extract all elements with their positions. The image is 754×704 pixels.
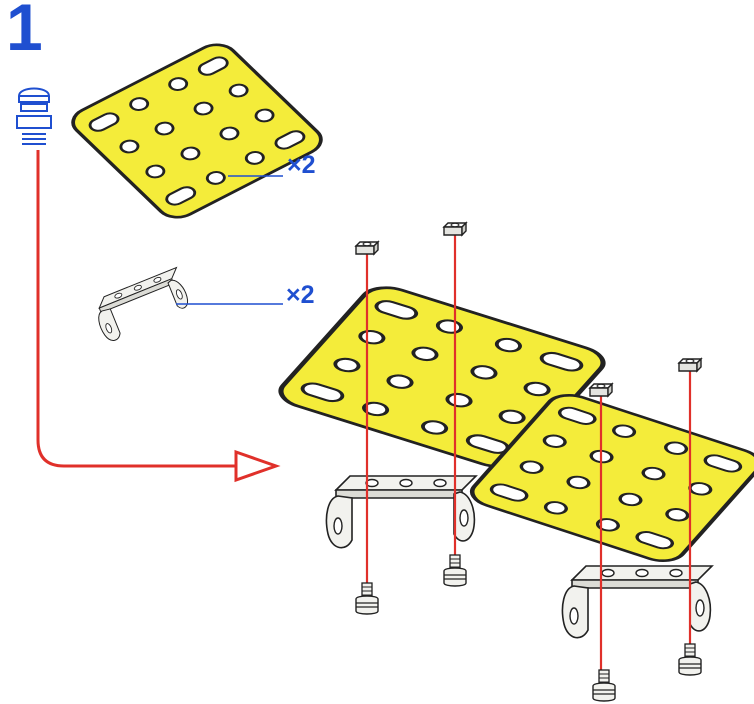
arrow-right-icon (236, 452, 276, 480)
bolt (444, 555, 466, 586)
nut (590, 384, 612, 396)
part-double-bracket (91, 267, 194, 343)
quantity-label: ×2 (286, 283, 315, 308)
step-number: 1 (6, 0, 43, 60)
nut (356, 242, 378, 254)
bracket-left (326, 476, 476, 548)
bolt (356, 583, 378, 614)
bolt (679, 644, 701, 675)
quantity-label: ×2 (287, 153, 316, 178)
bolt (593, 670, 615, 701)
nut (679, 359, 701, 371)
nut (444, 223, 466, 235)
part-flat-plate (65, 39, 329, 223)
screw-icon (17, 89, 51, 145)
